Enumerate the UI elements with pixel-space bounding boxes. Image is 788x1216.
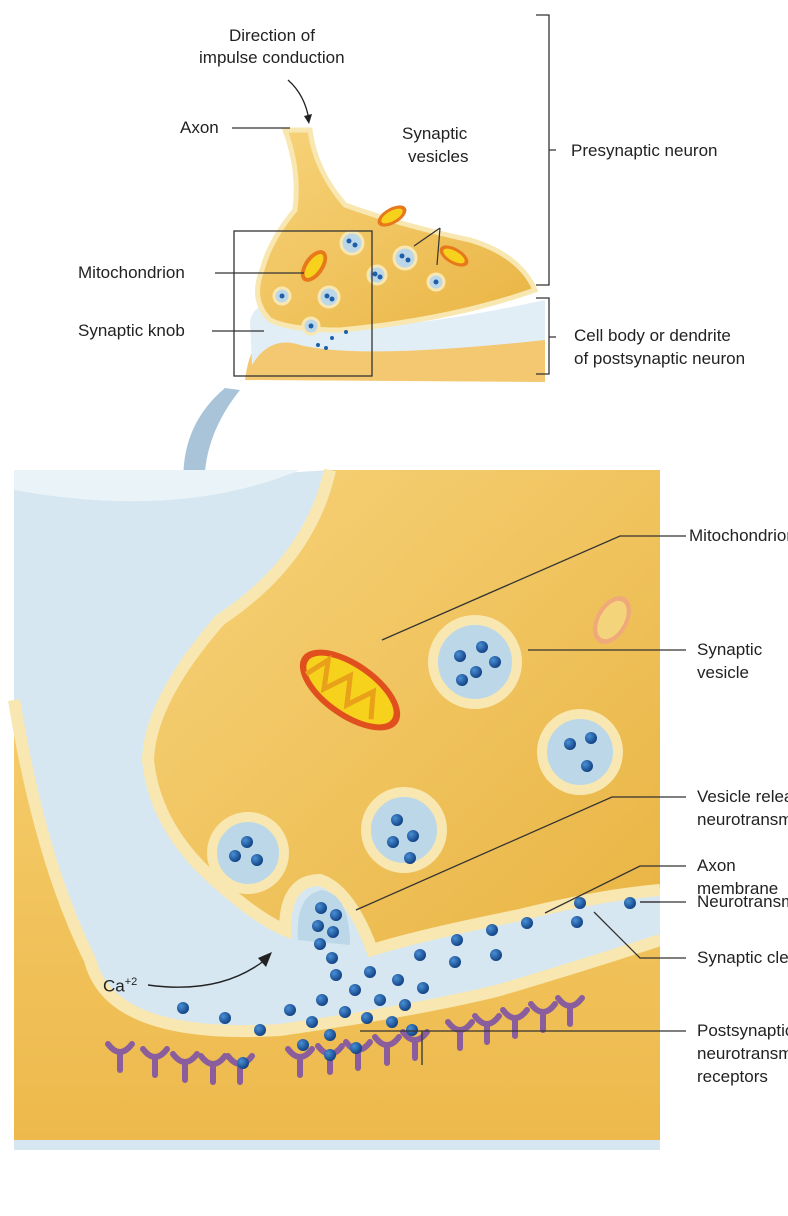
vesicle-release-label-line2: neurotransmitter bbox=[697, 810, 788, 830]
vesicle-release-label-line1: Vesicle releasing bbox=[697, 787, 788, 807]
postsynaptic-label-line2: neurotransmitter bbox=[697, 1044, 788, 1064]
synaptic-vesicle-label-line1: Synaptic bbox=[697, 640, 762, 660]
synaptic-vesicles-label-line1: Synaptic bbox=[402, 124, 467, 144]
cell-body-label-line2: of postsynaptic neuron bbox=[574, 349, 745, 369]
axon-label: Axon bbox=[180, 118, 219, 138]
direction-label-line1: Direction of bbox=[229, 26, 315, 46]
presynaptic-neuron-label: Presynaptic neuron bbox=[571, 141, 717, 161]
mitochondrion-label: Mitochondrion bbox=[78, 263, 185, 283]
synaptic-vesicles-label-line2: vesicles bbox=[408, 147, 468, 167]
synaptic-vesicle-label-line2: vesicle bbox=[697, 663, 749, 683]
postsynaptic-label-line3: receptors bbox=[697, 1067, 768, 1087]
cell-body-label-line1: Cell body or dendrite bbox=[574, 326, 731, 346]
axon-membrane-label-line1: Axon bbox=[697, 856, 736, 876]
synaptic-cleft-label: Synaptic cleft bbox=[697, 948, 788, 968]
postsynaptic-label-line1: Postsynaptic bbox=[697, 1021, 788, 1041]
calcium-label: Ca+2 bbox=[103, 972, 137, 997]
calcium-symbol: Ca bbox=[103, 977, 125, 996]
neurotransmitter-label: Neurotransmitter bbox=[697, 892, 788, 912]
mitochondrion-detail-label: Mitochondrion bbox=[689, 526, 788, 546]
calcium-charge: +2 bbox=[125, 976, 138, 988]
synaptic-knob-label: Synaptic knob bbox=[78, 321, 185, 341]
direction-label-line2: impulse conduction bbox=[199, 48, 345, 68]
